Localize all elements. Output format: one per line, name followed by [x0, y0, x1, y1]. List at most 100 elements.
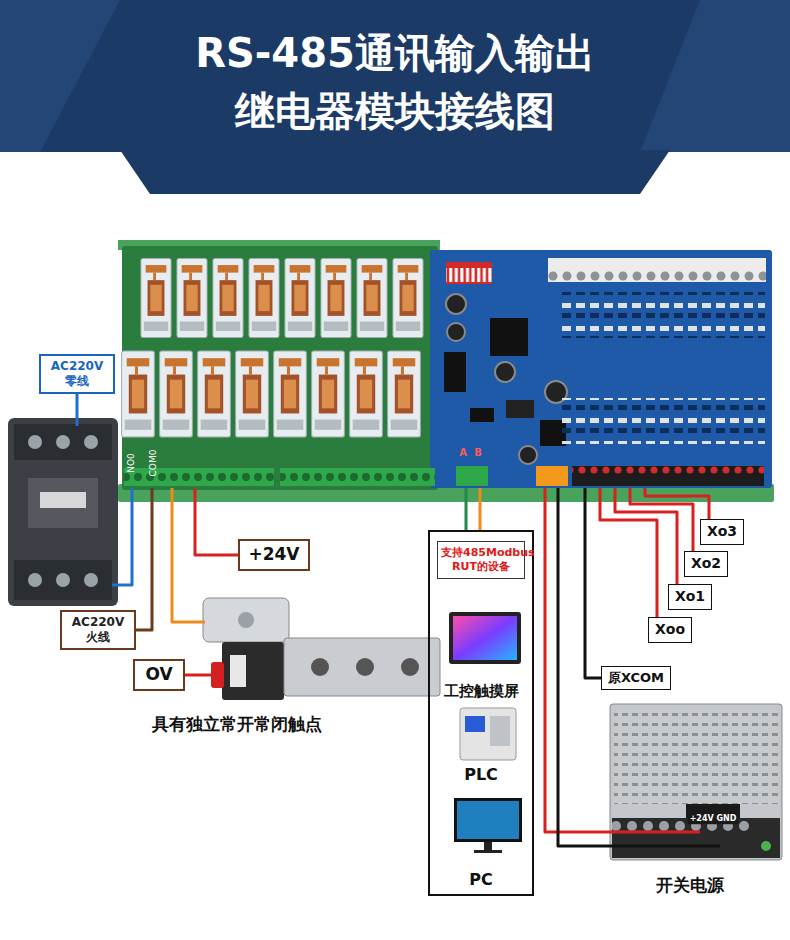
- header-stripe: [0, 0, 120, 152]
- node-text: Xo1: [675, 588, 705, 606]
- pc-monitor: [454, 798, 522, 842]
- dip-levers: [446, 262, 492, 284]
- plc-keys: [490, 716, 510, 746]
- title-wrap: RS-485通讯输入输出 继电器模块接线图: [95, 24, 695, 140]
- wire-green: [465, 488, 468, 531]
- label-box: Xo1: [668, 584, 712, 610]
- caption-label: 具有独立常开常闭触点: [152, 714, 322, 734]
- label-box: OV: [133, 659, 184, 690]
- capacitor: [446, 294, 466, 314]
- contactor-screw: [84, 573, 98, 587]
- wire-red: [545, 488, 700, 832]
- psu-screws: [612, 818, 752, 858]
- wire-red: [600, 488, 657, 619]
- contactor-screw: [28, 573, 42, 587]
- device-panel: 工控触摸屏PLCPC支持485Modbus RUT的设备: [428, 530, 534, 896]
- psu-vents: [614, 710, 778, 804]
- led-grid: [560, 292, 765, 338]
- dip-switch: [446, 262, 492, 284]
- contactor-screw: [28, 435, 42, 449]
- label-box: Xo2: [684, 551, 728, 577]
- caption-label: B: [474, 447, 482, 459]
- relay: [393, 258, 423, 337]
- power-terminal: [536, 466, 568, 486]
- terminal-label: COM0: [148, 450, 159, 477]
- psu-case: [610, 704, 782, 860]
- node-text: OV: [145, 664, 172, 685]
- node-text: PLC: [430, 765, 532, 785]
- relay: [274, 351, 307, 437]
- capacitor: [447, 323, 465, 341]
- node-text: +24V: [248, 544, 299, 565]
- wire-black: [558, 488, 720, 846]
- wires: [77, 392, 720, 846]
- contactor-face: [28, 478, 98, 528]
- chip: [444, 352, 466, 392]
- wire-red: [184, 674, 212, 677]
- terminal-screws: [572, 466, 764, 486]
- relay: [350, 351, 383, 437]
- node-text: AC220V 零线: [46, 359, 108, 389]
- relay: [357, 258, 387, 337]
- terminal-screws: [548, 258, 766, 282]
- terminal-block: [280, 468, 435, 486]
- contactor-screw: [84, 435, 98, 449]
- valve-port: [356, 658, 374, 676]
- valve-connector: [203, 598, 289, 642]
- relay-pcb: [122, 246, 438, 490]
- contactor: [8, 418, 118, 606]
- header-stripe: [640, 0, 790, 152]
- relay: [177, 258, 207, 337]
- title: RS-485通讯输入输出 继电器模块接线图: [95, 24, 695, 140]
- led-grid: [560, 398, 765, 444]
- label-box: Xo3: [700, 519, 744, 545]
- relay: [236, 351, 269, 437]
- node-text: AC220V 火线: [67, 615, 129, 645]
- wire-orange: [479, 488, 482, 531]
- valve-screw: [238, 612, 254, 628]
- output-terminal: [572, 466, 764, 486]
- label-box: 支持485Modbus RUT的设备: [437, 541, 525, 579]
- node-text: 原XCOM: [608, 670, 664, 686]
- header-tab: [120, 150, 670, 194]
- caption-label: A: [459, 447, 467, 459]
- relay: [122, 351, 155, 437]
- node-text: 支持485Modbus RUT的设备: [441, 546, 521, 574]
- terminal-screws: [124, 468, 274, 486]
- label-box: AC220V 零线: [39, 354, 115, 394]
- wire-blue: [112, 488, 132, 585]
- header-band: [0, 0, 790, 152]
- touchscreen-screen: [453, 616, 517, 660]
- relay: [160, 351, 193, 437]
- psu-led: [761, 841, 771, 851]
- relay: [141, 258, 171, 337]
- manual-button: [211, 662, 224, 688]
- touchscreen-icon: [449, 612, 521, 664]
- node-text: Xo3: [707, 523, 737, 541]
- mcu-chip: [490, 318, 528, 356]
- terminal-block: [124, 468, 274, 486]
- relay: [388, 351, 421, 437]
- wire-brown: [126, 488, 152, 630]
- relay: [321, 258, 351, 337]
- relay: [312, 351, 345, 437]
- terminal-screws: [280, 468, 435, 486]
- control-pcb: [430, 250, 772, 488]
- contactor-screw: [56, 573, 70, 587]
- contactor-screw: [56, 435, 70, 449]
- capacitor: [495, 362, 515, 382]
- caption-label: +24V GND: [688, 814, 739, 824]
- label-box: +24V: [238, 539, 309, 570]
- wire-black: [585, 488, 607, 678]
- relay: [249, 258, 279, 337]
- psu-terminal: [612, 818, 780, 858]
- plc-screen: [465, 716, 485, 732]
- rs485-terminal: [456, 466, 488, 486]
- chip: [506, 400, 534, 418]
- label-box: AC220V 火线: [60, 610, 136, 650]
- capacitor: [519, 446, 537, 464]
- valve-port: [311, 658, 329, 676]
- relay: [213, 258, 243, 337]
- relay: [285, 258, 315, 337]
